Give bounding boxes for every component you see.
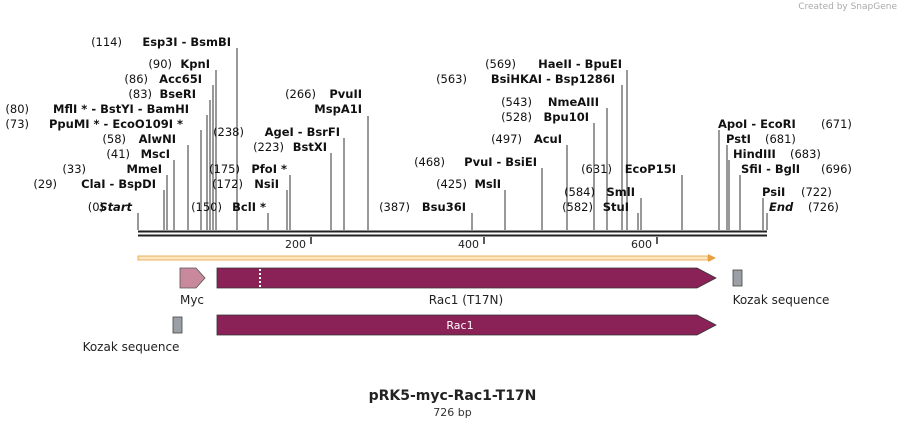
site-pos-bcli: (150) [191, 200, 222, 214]
myc-feature[interactable] [179, 267, 206, 289]
ruler: 200 400 600 [285, 237, 658, 251]
site-name-esp3i: Esp3I - BsmBI [142, 35, 231, 49]
site-labels-right: ApoI - EcoRI (671) PstI (681) HindIII (6… [718, 117, 852, 214]
site-pos-bsihkai: (563) [436, 72, 467, 86]
site-name-bpu10i: Bpu10I [544, 110, 589, 124]
site-name-kpni: KpnI [180, 57, 210, 71]
site-name-stui: StuI [603, 200, 629, 214]
site-name-pvuii: PvuII [329, 87, 362, 101]
ruler-label-400: 400 [458, 238, 479, 251]
site-pos-bstxi: (223) [253, 140, 284, 154]
rac1-t17n-label: Rac1 (T17N) [429, 293, 503, 307]
site-name-pfoi: PfoI * [251, 162, 287, 176]
site-labels: (0) Start (29) ClaI - BspDI (33) MmeI (4… [5, 35, 676, 214]
site-name-end: End [769, 200, 794, 214]
site-pos-hindiii: (683) [790, 147, 821, 161]
orf-arrowhead [708, 254, 716, 262]
site-pos-ppumi: (73) [5, 117, 29, 131]
site-name-bsihkai: BsiHKAI - Bsp1286I [491, 72, 615, 86]
site-pos-pfoi: (175) [209, 162, 240, 176]
site-pos-bsu36i: (387) [379, 200, 410, 214]
site-pos-kpni: (90) [148, 57, 172, 71]
site-pos-smli: (584) [564, 185, 595, 199]
ruler-label-600: 600 [631, 238, 652, 251]
site-pos-pvuii: (266) [285, 87, 316, 101]
site-pos-psti: (681) [765, 132, 796, 146]
site-pos-pvui: (468) [414, 155, 445, 169]
plasmid-title: pRK5-myc-Rac1-T17N [368, 388, 537, 404]
site-name-bstxi: BstXI [293, 140, 327, 154]
rac1-t17n-feature[interactable] [216, 267, 717, 289]
site-pos-msli: (425) [436, 177, 467, 191]
site-name-ppumi: PpuMI * - EcoO109I * [49, 117, 183, 131]
site-name-psti: PstI [726, 132, 751, 146]
site-name-pvui: PvuI - BsiEI [464, 155, 537, 169]
site-pos-bseri: (83) [128, 87, 152, 101]
site-name-haeii: HaeII - BpuEI [538, 57, 622, 71]
site-name-msli: MslI [474, 177, 501, 191]
site-pos-alwni: (58) [102, 132, 126, 146]
site-pos-bpu10i: (528) [501, 110, 532, 124]
site-name-psii: PsiI [762, 185, 785, 199]
site-name-acui: AcuI [534, 132, 562, 146]
site-pos-msci: (41) [106, 147, 130, 161]
site-pos-mfli: (80) [5, 102, 29, 116]
site-name-acc65i: Acc65I [159, 72, 202, 86]
site-pos-stui: (582) [562, 200, 593, 214]
site-pos-apoi: (671) [821, 117, 852, 131]
site-name-start: Start [99, 200, 132, 214]
site-pos-clai: (29) [33, 177, 57, 191]
site-pos-acc65i: (86) [124, 72, 148, 86]
site-name-bsu36i: Bsu36I [422, 200, 466, 214]
feature-labels: Myc Rac1 (T17N) Kozak sequence Kozak seq… [83, 293, 830, 354]
kozak-feature-left[interactable] [172, 316, 183, 334]
site-lines [137, 48, 768, 230]
site-name-mmei: MmeI [126, 162, 162, 176]
site-pos-ecop15i: (631) [581, 162, 612, 176]
orf-bar [137, 255, 709, 261]
site-name-sfii: SfiI - BglI [741, 162, 800, 176]
orf-arrow[interactable] [137, 254, 716, 262]
site-name-mfli: MflI * - BstYI - BamHI [53, 102, 189, 116]
site-name-agei: AgeI - BsrFI [265, 125, 340, 139]
site-name-mspa1i: MspA1I [314, 102, 362, 116]
site-pos-mmei: (33) [62, 162, 86, 176]
site-name-msci: MscI [141, 147, 170, 161]
site-pos-haeii: (569) [485, 57, 516, 71]
myc-label: Myc [180, 293, 204, 307]
ruler-label-200: 200 [285, 238, 306, 251]
site-pos-agei: (238) [213, 125, 244, 139]
site-pos-psii: (722) [801, 185, 832, 199]
site-name-clai: ClaI - BspDI [81, 177, 156, 191]
site-pos-start: (0) [88, 200, 104, 214]
site-name-bseri: BseRI [159, 87, 196, 101]
site-pos-acui: (497) [491, 132, 522, 146]
site-name-nmeaiii: NmeAIII [548, 95, 599, 109]
kozak-feature-right[interactable] [732, 269, 743, 287]
plasmid-length: 726 bp [433, 406, 472, 419]
site-name-smli: SmlI [607, 185, 636, 199]
site-pos-esp3i: (114) [91, 35, 122, 49]
site-pos-sfii: (696) [821, 162, 852, 176]
site-name-alwni: AlwNI [139, 132, 176, 146]
site-name-hindiii: HindIII [733, 147, 776, 161]
site-name-apoi: ApoI - EcoRI [718, 117, 796, 131]
site-pos-end: (726) [808, 200, 839, 214]
site-name-nsii: NsiI [254, 177, 279, 191]
site-name-ecop15i: EcoP15I [625, 162, 676, 176]
site-pos-nsii: (172) [212, 177, 243, 191]
rac1-feature[interactable] [216, 314, 717, 336]
rac1-label: Rac1 [446, 319, 473, 332]
site-pos-nmeaiii: (543) [501, 95, 532, 109]
snapgene-credit: Created by SnapGene [798, 2, 897, 12]
kozak-label-right: Kozak sequence [733, 293, 830, 307]
site-name-bcli: BclI * [232, 200, 266, 214]
kozak-label-left: Kozak sequence [83, 340, 180, 354]
